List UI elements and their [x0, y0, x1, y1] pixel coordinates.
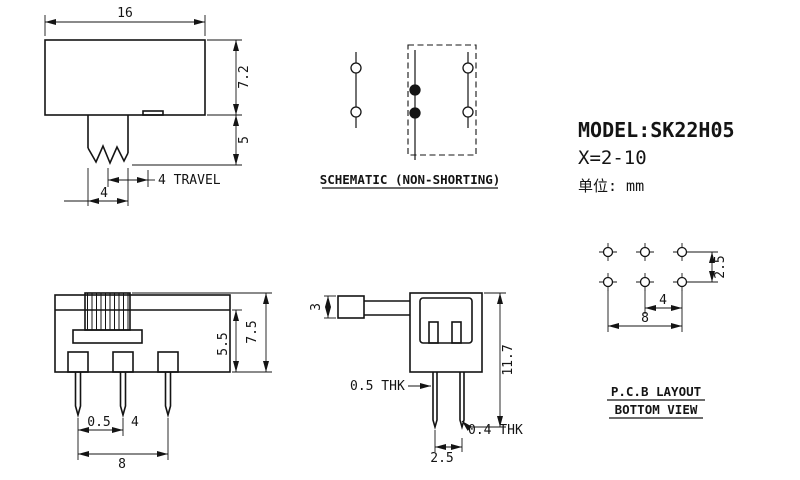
knob-cap — [337, 295, 365, 319]
schematic-caption: SCHEMATIC (NON-SHORTING) — [320, 172, 501, 187]
contact-block — [428, 321, 439, 344]
slider-stem — [87, 115, 129, 153]
pcb-hole — [676, 246, 688, 258]
contact-open — [462, 62, 474, 74]
unit-label: 单位: mm — [578, 177, 644, 195]
pcb-hole — [602, 276, 614, 288]
dim-pin-width: 0.5 — [87, 415, 110, 430]
dim-knob-height: 3 — [309, 303, 324, 311]
dim-total-height: 11.7 — [501, 344, 516, 375]
dim-hole-span: 8 — [641, 311, 649, 326]
model-number: MODEL:SK22H05 — [578, 118, 735, 142]
pcb-layout-view: 2.5 4 8 P.C.B LAYOUT BOTTOM VIEW — [599, 243, 728, 419]
pin — [459, 372, 465, 430]
pcb-caption-line2: BOTTOM VIEW — [615, 402, 698, 417]
contact-common — [409, 84, 421, 96]
switch-body-outline — [409, 292, 483, 373]
dim-pin-pitch: 4 — [131, 415, 139, 430]
front-view: 16 7.2 5 4 TRAVEL 4 — [44, 6, 252, 206]
terminal-pocket — [157, 351, 179, 373]
dim-stem-width: 4 — [100, 186, 108, 201]
dim-body-height: 5.5 — [216, 332, 231, 355]
pcb-hole — [639, 246, 651, 258]
contact-common — [409, 107, 421, 119]
title-block: MODEL:SK22H05 X=2-10 单位: mm — [578, 118, 735, 195]
pcb-hole — [676, 276, 688, 288]
pcb-hole — [602, 246, 614, 258]
stem-break-line — [87, 143, 129, 166]
dim-pin-span: 8 — [118, 457, 126, 472]
profile-view: 3 11.7 0.5 THK 0.4 THK 2.5 — [309, 292, 523, 466]
dim-stem-length: 5 — [237, 136, 252, 144]
schematic-view: SCHEMATIC (NON-SHORTING) — [320, 44, 501, 189]
front-pins-view: 7.5 5.5 0.5 4 8 — [54, 292, 272, 472]
pcb-hole — [639, 276, 651, 288]
contact-block — [451, 321, 462, 344]
label-cover-thickness: 0.5 THK — [350, 379, 405, 394]
body-tab — [142, 110, 164, 116]
pin — [119, 372, 127, 418]
knob-base — [72, 329, 143, 344]
pin — [432, 372, 438, 430]
terminal-pocket — [67, 351, 89, 373]
dim-hole-pitch: 4 — [659, 293, 667, 308]
pin — [164, 372, 172, 418]
switch-body-outline — [44, 39, 206, 116]
pin — [74, 372, 82, 418]
contact-open — [350, 62, 362, 74]
terminal-pocket — [112, 351, 134, 373]
dim-travel: 4 TRAVEL — [158, 173, 221, 188]
pcb-caption-line1: P.C.B LAYOUT — [611, 384, 701, 399]
x-range: X=2-10 — [578, 147, 647, 169]
contact-open — [462, 106, 474, 118]
inner-housing — [419, 297, 473, 344]
label-pin-thickness: 0.4 THK — [468, 423, 523, 438]
schematic-dashed-box — [407, 44, 477, 156]
knurled-knob — [84, 292, 131, 331]
dim-front-height: 7.2 — [237, 65, 252, 88]
dim-pin-pitch: 2.5 — [430, 451, 453, 466]
contact-open — [350, 106, 362, 118]
dim-row-pitch: 2.5 — [713, 255, 728, 278]
dim-total-height: 7.5 — [245, 320, 260, 343]
dim-front-width: 16 — [117, 6, 133, 21]
